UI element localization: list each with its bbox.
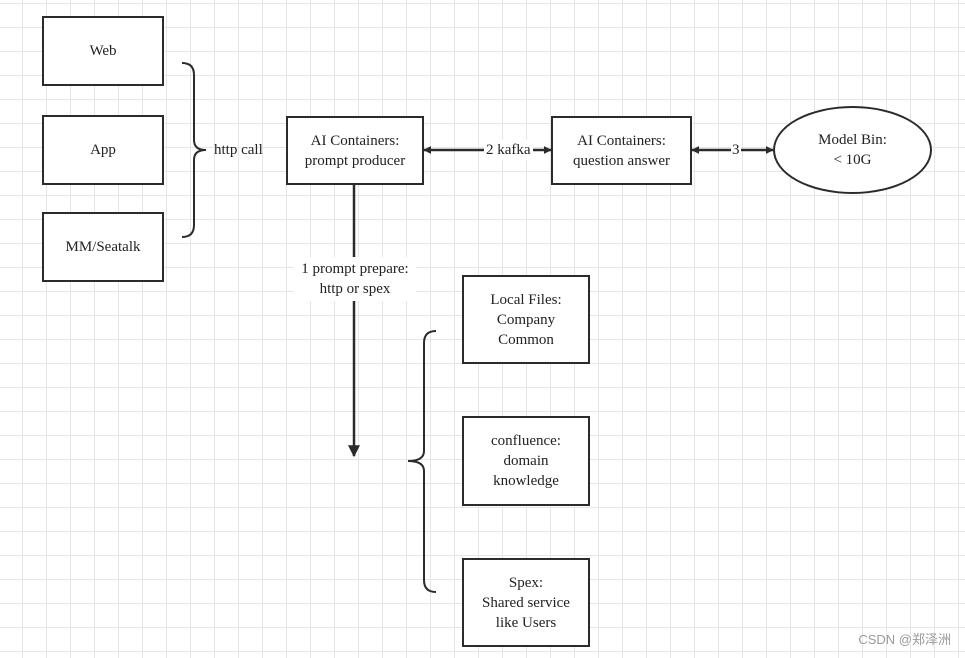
prompt-producer-box: AI Containers: prompt producer bbox=[286, 116, 424, 185]
web-client-box: Web bbox=[42, 16, 164, 86]
confluence-box: confluence: domain knowledge bbox=[462, 416, 590, 506]
spex-box: Spex: Shared service like Users bbox=[462, 558, 590, 647]
question-answer-box: AI Containers: question answer bbox=[551, 116, 692, 185]
prepare-edge-label: 1 prompt prepare: http or spex bbox=[294, 257, 416, 301]
http-call-label: http call bbox=[214, 142, 263, 158]
clients-brace bbox=[181, 62, 207, 238]
app-client-box: App bbox=[42, 115, 164, 185]
csdn-watermark: CSDN @郑泽洲 bbox=[858, 632, 951, 647]
model-edge-label: 3 bbox=[731, 140, 741, 160]
mm-seatalk-client-box: MM/Seatalk bbox=[42, 212, 164, 282]
model-bin-ellipse: Model Bin: < 10G bbox=[773, 106, 932, 194]
kafka-edge-label: 2 kafka bbox=[484, 140, 533, 160]
local-files-box: Local Files: Company Common bbox=[462, 275, 590, 364]
sources-brace bbox=[407, 330, 437, 593]
